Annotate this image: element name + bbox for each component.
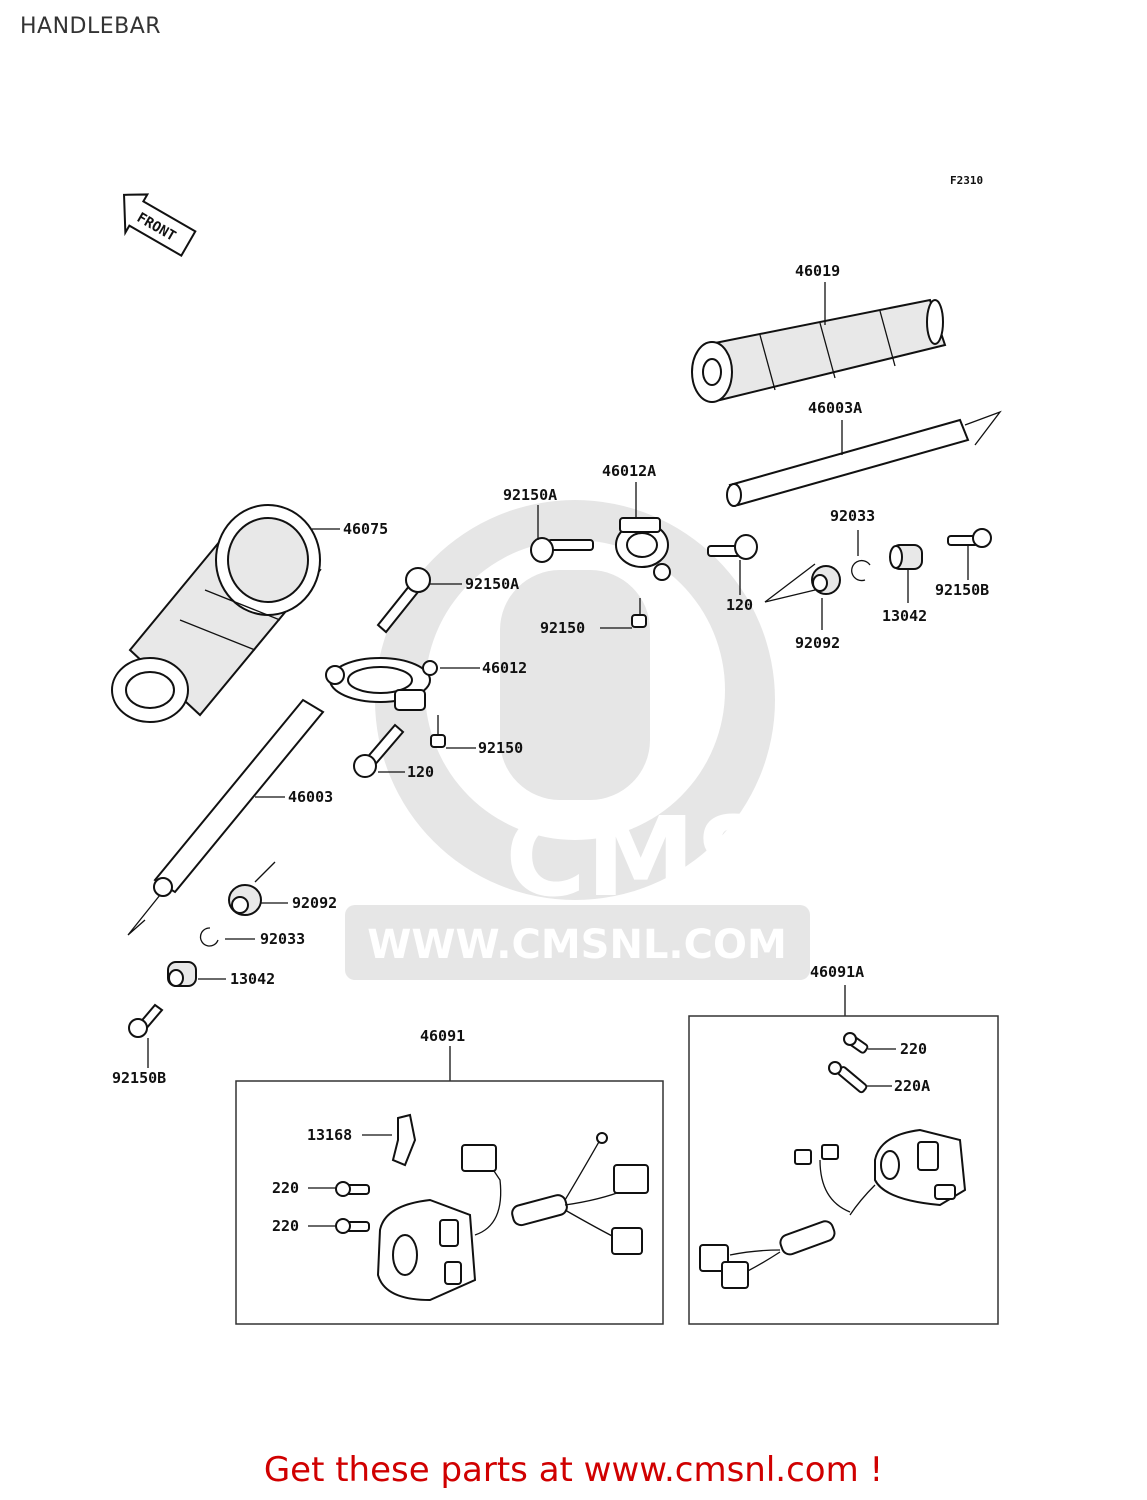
parts-diagram: CMS WWW.CMSNL.COM F2310 FRONT 46019 4600… (111, 174, 1002, 1325)
label-46019: 46019 (795, 262, 840, 280)
label-220-b: 220 (272, 1217, 299, 1235)
weight-92092-left (228, 861, 276, 916)
label-46091A: 46091A (810, 963, 864, 981)
weight-92092-right (811, 565, 841, 595)
clip-13168 (391, 1113, 417, 1167)
label-46003A: 46003A (808, 399, 862, 417)
screw-220-a (335, 1181, 370, 1197)
switch-box-left (235, 1080, 664, 1325)
label-13168: 13168 (307, 1126, 352, 1144)
watermark-banner (345, 905, 810, 980)
bolt-92150B-left (128, 1003, 164, 1038)
label-46091: 46091 (420, 1027, 465, 1045)
switch-box-right (688, 1015, 999, 1325)
label-13042-left: 13042 (230, 970, 275, 988)
label-92150A-mid: 92150A (465, 575, 519, 593)
label-92150B-right: 92150B (935, 581, 989, 599)
label-46075: 46075 (343, 520, 388, 538)
label-92033-left: 92033 (260, 930, 305, 948)
bolt-92150A-mid (376, 567, 431, 634)
page-title: HANDLEBAR (20, 14, 162, 39)
circlip-92033-right (851, 559, 871, 582)
label-92150-mid: 92150 (478, 739, 523, 757)
label-92150A-top: 92150A (503, 486, 557, 504)
label-46012: 46012 (482, 659, 527, 677)
right-handlebar-tube (726, 410, 1002, 507)
right-holder (615, 517, 671, 581)
watermark-logo-text: CMS (505, 793, 774, 921)
left-switch-housing (376, 1132, 649, 1302)
screw-92150-mid (430, 715, 446, 748)
right-grip (691, 298, 947, 403)
left-grip (111, 504, 322, 723)
label-92092-right: 92092 (795, 634, 840, 652)
circlip-92033-left (199, 927, 219, 947)
bolt-92150A-top (530, 537, 594, 563)
right-switch-housing (699, 1128, 967, 1289)
label-120-right: 120 (726, 596, 753, 614)
watermark-url-text: WWW.CMSNL.COM (367, 922, 787, 968)
screw-220A (828, 1061, 868, 1094)
screw-220-b (335, 1218, 370, 1234)
left-handlebar-tube (127, 698, 325, 936)
screw-120-left (353, 723, 405, 778)
bolt-92150B-right (947, 528, 992, 548)
label-13042-right: 13042 (882, 607, 927, 625)
screw-220-right (843, 1032, 869, 1054)
label-92150-top: 92150 (540, 619, 585, 637)
label-220-a: 220 (272, 1179, 299, 1197)
figure-code: F2310 (950, 174, 983, 187)
front-arrow-icon: FRONT (122, 193, 197, 257)
label-220A: 220A (894, 1077, 930, 1095)
label-220-right: 220 (900, 1040, 927, 1058)
screw-92150-top (631, 598, 647, 628)
collar-13042-left (167, 961, 197, 987)
label-46003: 46003 (288, 788, 333, 806)
label-120-left: 120 (407, 763, 434, 781)
label-46012A: 46012A (602, 462, 656, 480)
label-92150B-left: 92150B (112, 1069, 166, 1087)
footer-cta: Get these parts at www.cmsnl.com ! (263, 1450, 884, 1490)
label-92092-left: 92092 (292, 894, 337, 912)
collar-13042-right (889, 544, 923, 570)
left-holder (325, 657, 438, 711)
screw-120-right (707, 534, 758, 560)
label-92033-right: 92033 (830, 507, 875, 525)
watermark: CMS WWW.CMSNL.COM (345, 500, 810, 980)
